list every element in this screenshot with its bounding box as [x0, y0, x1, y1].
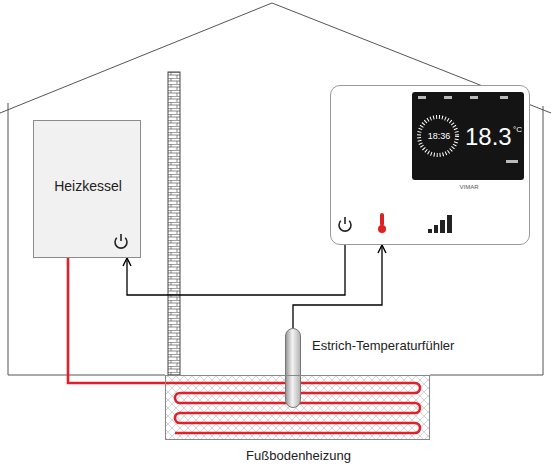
boiler-box: Heizkessel	[33, 120, 141, 258]
power-icon	[339, 217, 351, 231]
display-icon	[470, 96, 478, 99]
display-icon	[418, 96, 426, 99]
thermostat-panel: 18:36 18.3°C VIMAR	[330, 85, 530, 245]
floor-sensor: Estrich-Temperaturfühler	[285, 328, 301, 408]
unit-label: °C	[513, 126, 522, 135]
brand-label: VIMAR	[459, 184, 478, 191]
signal-bar	[428, 229, 432, 233]
right-wall	[543, 106, 544, 375]
temperature-readout: 18.3	[465, 124, 512, 150]
signal-bar	[447, 215, 452, 233]
floor-line	[8, 375, 165, 376]
signal-bars	[428, 215, 452, 233]
time-gauge	[419, 117, 457, 155]
signal-connector	[293, 245, 382, 328]
thermometer-bulb	[378, 225, 386, 233]
display-icons	[418, 96, 518, 163]
display-icon	[506, 160, 518, 163]
signal-bar	[434, 225, 438, 233]
house-outline	[0, 3, 551, 375]
boiler-fill	[33, 120, 141, 258]
sensor-label: Estrich-Temperaturfühler	[312, 339, 454, 353]
thermostat-display	[412, 92, 524, 180]
thermometer-tube	[380, 213, 384, 226]
display-icon	[500, 96, 508, 99]
slab-label: Fußbodenheizung	[246, 449, 351, 463]
display-icon	[444, 96, 452, 99]
brick-wall	[168, 72, 180, 375]
clock-readout: 18:36	[428, 132, 451, 142]
boiler-label: Heizkessel	[54, 179, 122, 194]
left-wall	[8, 103, 9, 375]
floor-heating-slab: Fußbodenheizung	[165, 375, 430, 440]
signal-connector	[127, 245, 345, 295]
power-icon	[115, 234, 127, 248]
thermometer-icon	[378, 213, 386, 233]
floor-line	[430, 375, 543, 376]
signal-bar	[440, 220, 445, 233]
thermostat-fill	[331, 86, 529, 244]
